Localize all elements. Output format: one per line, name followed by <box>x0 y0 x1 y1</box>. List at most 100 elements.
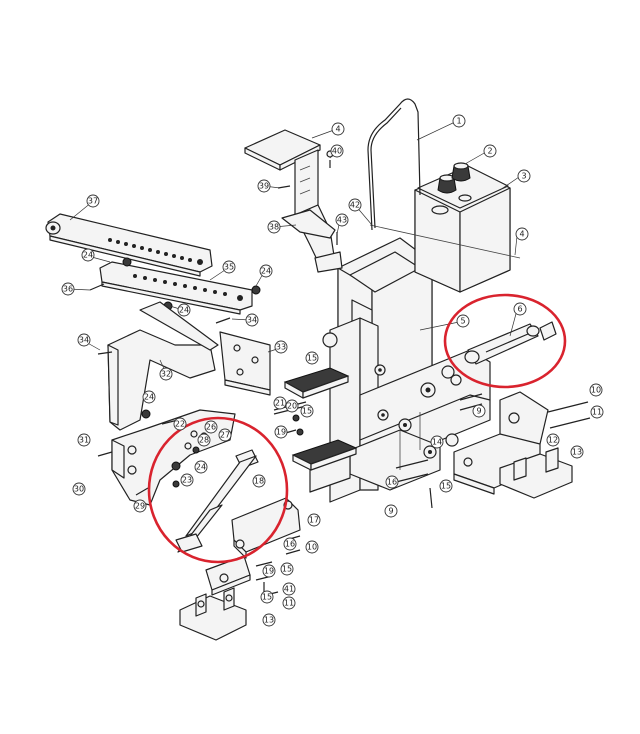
callout-2: 2 <box>483 144 497 158</box>
callout-26: 26 <box>204 420 218 434</box>
svg-text:15: 15 <box>262 593 272 602</box>
svg-text:24: 24 <box>83 251 93 260</box>
callout-13-left: 13 <box>262 613 276 627</box>
svg-text:24: 24 <box>196 463 206 472</box>
callout-6: 6 <box>513 302 527 316</box>
svg-text:15: 15 <box>307 354 317 363</box>
callout-10-right: 10 <box>589 383 603 397</box>
highlight-circle-right-cylinder <box>443 293 567 389</box>
callout-20: 20 <box>285 399 299 413</box>
svg-text:4: 4 <box>335 125 340 134</box>
svg-text:30: 30 <box>74 485 84 494</box>
callout-10-left: 10 <box>305 540 319 554</box>
svg-text:34: 34 <box>247 316 257 325</box>
right-brackets <box>395 374 591 509</box>
callout-23: 23 <box>180 473 194 487</box>
callout-24-b: 24 <box>259 264 273 278</box>
svg-text:10: 10 <box>591 386 601 395</box>
callout-18: 18 <box>252 474 266 488</box>
svg-text:15: 15 <box>441 482 451 491</box>
svg-text:15: 15 <box>302 407 312 416</box>
callout-24-a: 24 <box>81 248 95 262</box>
svg-text:39: 39 <box>259 182 269 191</box>
callout-4-tank: 4 <box>515 227 529 241</box>
svg-text:13: 13 <box>264 616 274 625</box>
callout-3: 3 <box>517 169 531 183</box>
svg-text:16: 16 <box>387 478 397 487</box>
callout-11-left: 11 <box>282 596 296 610</box>
svg-text:9: 9 <box>476 407 481 416</box>
callout-9-top: 9 <box>472 404 486 418</box>
callout-16-right: 16 <box>385 475 399 489</box>
svg-text:19: 19 <box>264 567 274 576</box>
svg-text:24: 24 <box>179 306 189 315</box>
callout-12: 12 <box>546 433 560 447</box>
svg-text:24: 24 <box>261 267 271 276</box>
svg-text:31: 31 <box>79 436 89 445</box>
callout-21: 21 <box>273 396 287 410</box>
main-frame <box>283 237 491 503</box>
tank-assembly <box>369 165 521 293</box>
svg-text:19: 19 <box>276 428 286 437</box>
svg-text:43: 43 <box>337 216 347 225</box>
callout-30: 30 <box>72 482 86 496</box>
svg-text:2: 2 <box>487 147 492 156</box>
svg-text:1: 1 <box>456 117 461 126</box>
left-cylinder <box>175 449 301 641</box>
callout-16-left: 16 <box>283 537 297 551</box>
callout-11-right: 11 <box>590 405 604 419</box>
svg-text:3: 3 <box>521 172 526 181</box>
callout-14: 14 <box>430 435 444 449</box>
svg-text:13: 13 <box>572 448 582 457</box>
svg-text:17: 17 <box>309 516 319 525</box>
right-cylinder <box>464 321 557 365</box>
svg-text:36: 36 <box>63 285 73 294</box>
callout-24-c: 24 <box>177 303 191 317</box>
control-knobs <box>437 162 471 194</box>
callout-39: 39 <box>257 179 271 193</box>
callout-24-d: 24 <box>142 390 156 404</box>
callout-27: 27 <box>218 428 232 442</box>
callout-34-b: 34 <box>245 313 259 327</box>
callout-41: 41 <box>282 582 296 596</box>
callout-15-lower: 15 <box>280 562 294 576</box>
top-bracket <box>244 129 343 273</box>
callout-9-bottom: 9 <box>384 504 398 518</box>
callout-29: 29 <box>133 499 147 513</box>
callout-36: 36 <box>61 282 75 296</box>
callout-15-bottom: 15 <box>260 590 274 604</box>
svg-text:6: 6 <box>517 305 522 314</box>
svg-text:38: 38 <box>269 223 279 232</box>
callout-33: 33 <box>274 340 288 354</box>
highlight-circle-left-cylinder <box>147 416 289 564</box>
svg-text:20: 20 <box>287 402 297 411</box>
svg-text:15: 15 <box>282 565 292 574</box>
svg-text:14: 14 <box>432 438 442 447</box>
callout-1: 1 <box>452 114 466 128</box>
callout-31: 31 <box>77 433 91 447</box>
callout-40: 40 <box>330 144 344 158</box>
svg-text:34: 34 <box>79 336 89 345</box>
svg-text:32: 32 <box>161 370 171 379</box>
svg-text:12: 12 <box>548 436 558 445</box>
svg-text:29: 29 <box>135 502 145 511</box>
callout-37: 37 <box>86 194 100 208</box>
callout-24-e: 24 <box>194 460 208 474</box>
svg-text:23: 23 <box>182 476 192 485</box>
callout-32: 32 <box>159 367 173 381</box>
callout-34-a: 34 <box>77 333 91 347</box>
svg-text:35: 35 <box>224 263 234 272</box>
callout-17: 17 <box>307 513 321 527</box>
svg-text:42: 42 <box>350 201 360 210</box>
svg-text:27: 27 <box>220 431 230 440</box>
callout-42: 42 <box>348 198 362 212</box>
svg-text:11: 11 <box>284 599 294 608</box>
svg-text:26: 26 <box>206 423 216 432</box>
callout-28: 28 <box>197 433 211 447</box>
svg-text:24: 24 <box>144 393 154 402</box>
svg-text:41: 41 <box>284 585 294 594</box>
svg-text:28: 28 <box>199 436 209 445</box>
handle-bar <box>367 98 421 231</box>
callout-35: 35 <box>222 260 236 274</box>
callout-38: 38 <box>267 220 281 234</box>
